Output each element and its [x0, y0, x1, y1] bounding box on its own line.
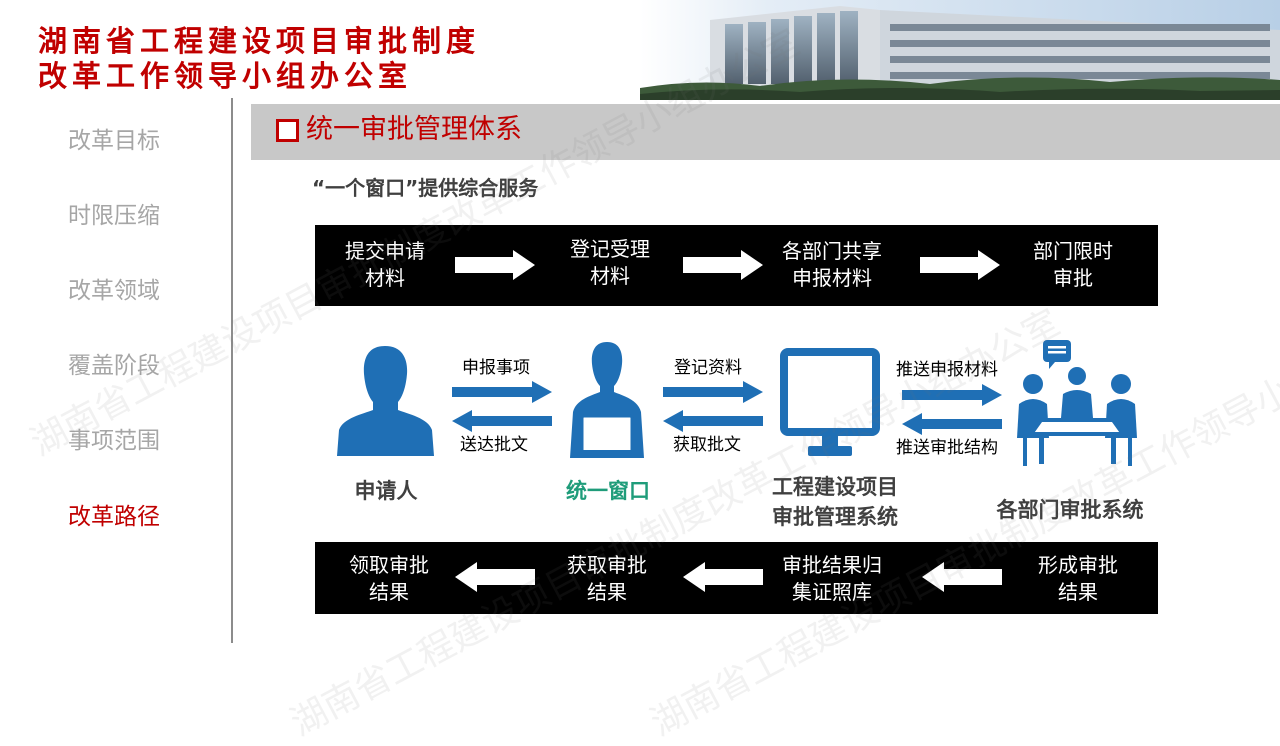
top-step-2: 登记受理 材料	[570, 237, 650, 288]
left-arrow-icon	[452, 410, 552, 432]
right-arrow-icon	[902, 384, 1002, 406]
approval-system-label: 工程建设项目 审批管理系统	[772, 475, 898, 529]
building-banner-image	[640, 0, 1280, 100]
sidebar-item-item-scope[interactable]: 事项范围	[68, 428, 160, 454]
monitor-system-icon	[780, 348, 880, 456]
push-materials-label: 推送申报材料	[896, 360, 998, 380]
sidebar-item-coverage-stages[interactable]: 覆盖阶段	[68, 353, 160, 379]
top-step-1: 提交申请 材料	[345, 239, 425, 290]
section-header-bar	[251, 104, 1280, 160]
square-bullet-icon	[276, 119, 299, 142]
org-title-line2: 改革工作领导小组办公室	[38, 59, 413, 93]
bottom-step-3: 审批结果归 集证照库	[782, 553, 882, 604]
right-arrow-icon	[663, 381, 763, 403]
deliver-approval-label: 送达批文	[460, 435, 528, 455]
bottom-step-1: 领取审批 结果	[349, 553, 429, 604]
service-window-staff-icon	[570, 342, 644, 458]
applicant-person-icon	[337, 346, 434, 456]
sidebar-divider	[231, 98, 233, 643]
right-arrow-icon	[920, 250, 1000, 280]
unified-window-label: 统一窗口	[566, 479, 650, 503]
register-materials-label: 登记资料	[674, 358, 742, 378]
sidebar-item-reform-fields[interactable]: 改革领域	[68, 278, 160, 304]
declare-items-label: 申报事项	[462, 358, 530, 378]
left-arrow-icon	[922, 562, 1002, 592]
left-arrow-icon	[683, 562, 763, 592]
obtain-approval-label: 获取批文	[673, 435, 741, 455]
bottom-step-4: 形成审批 结果	[1038, 553, 1118, 604]
department-meeting-icon	[1017, 340, 1137, 466]
sidebar-item-time-reduction[interactable]: 时限压缩	[68, 203, 160, 229]
push-results-label: 推送审批结构	[896, 438, 998, 458]
right-arrow-icon	[455, 250, 535, 280]
sidebar-item-reform-path[interactable]: 改革路径	[68, 504, 160, 530]
left-arrow-icon	[663, 410, 763, 432]
sidebar-item-reform-goals[interactable]: 改革目标	[68, 128, 160, 154]
org-title-line1: 湖南省工程建设项目审批制度	[38, 24, 481, 58]
right-arrow-icon	[683, 250, 763, 280]
top-step-4: 部门限时 审批	[1033, 239, 1113, 290]
section-subtitle: “一个窗口”提供综合服务	[312, 176, 539, 200]
section-title: 统一审批管理体系	[306, 114, 522, 145]
applicant-label: 申请人	[354, 479, 418, 503]
department-systems-label: 各部门审批系统	[996, 498, 1144, 522]
bottom-step-2: 获取审批 结果	[567, 553, 647, 604]
right-arrow-icon	[452, 381, 552, 403]
top-step-3: 各部门共享 申报材料	[782, 239, 882, 290]
left-arrow-icon	[902, 413, 1002, 435]
left-arrow-icon	[455, 562, 535, 592]
